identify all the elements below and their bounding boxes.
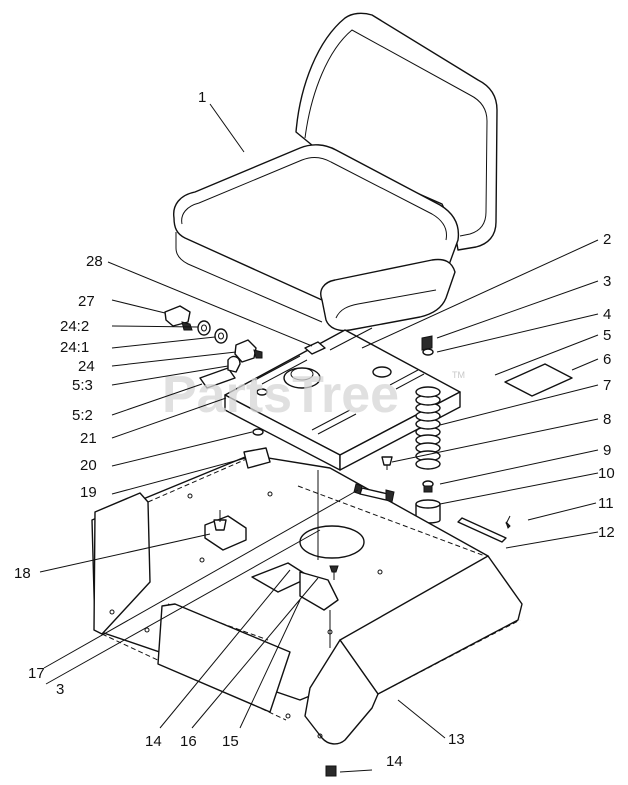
callout-28: 28 — [86, 253, 103, 270]
callout-17: 17 — [28, 665, 45, 682]
callout-6: 6 — [603, 351, 611, 368]
watermark-text: PartsTree — [162, 366, 399, 424]
callout-1: 1 — [198, 89, 206, 106]
callout-11: 11 — [598, 495, 614, 512]
spring-stack — [381, 335, 441, 524]
seat-drawing — [173, 12, 498, 332]
callout-5-3: 5:3 — [72, 377, 93, 394]
callout-24-2: 24:2 — [60, 318, 89, 335]
callout-5-2: 5:2 — [72, 407, 93, 424]
callout-16: 16 — [180, 733, 197, 750]
callout-21: 21 — [80, 430, 97, 447]
callout-3: 3 — [603, 273, 611, 290]
callout-8: 8 — [603, 411, 611, 428]
switch-hardware — [164, 305, 263, 363]
callout-5: 5 — [603, 327, 611, 344]
callout-10: 10 — [598, 465, 615, 482]
fender-drawing — [91, 428, 523, 777]
callout-9: 9 — [603, 442, 611, 459]
spring-coil — [415, 386, 441, 470]
watermark-tm: TM — [452, 370, 465, 380]
callout-14-bottom: 14 — [386, 753, 403, 770]
callout-12: 12 — [598, 524, 615, 541]
callout-24: 24 — [78, 358, 95, 375]
callout-20: 20 — [80, 457, 97, 474]
callout-19: 19 — [80, 484, 97, 501]
callout-14: 14 — [145, 733, 162, 750]
callout-13: 13 — [448, 731, 465, 748]
callout-24-1: 24:1 — [60, 339, 89, 356]
strap-drawing — [457, 515, 511, 543]
callout-27: 27 — [78, 293, 95, 310]
callout-7: 7 — [603, 377, 611, 394]
callout-4: 4 — [603, 306, 611, 323]
callout-18: 18 — [14, 565, 31, 582]
callout-3-lower: 3 — [56, 681, 64, 698]
callout-labels: 1 2 3 4 5 6 7 8 9 10 11 12 13 14 15 16 1… — [14, 89, 615, 770]
leader-lines — [39, 103, 599, 773]
callout-15: 15 — [222, 733, 239, 750]
decal-6-drawing — [504, 363, 573, 397]
callout-2: 2 — [603, 231, 611, 248]
